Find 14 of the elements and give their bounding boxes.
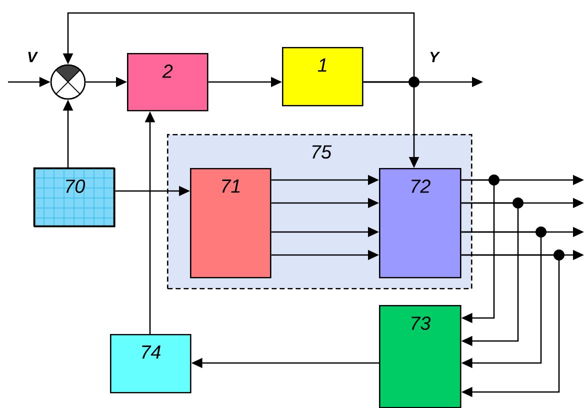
signal-label: Y [430, 52, 440, 62]
grid-box: 70 [33, 167, 116, 228]
process-box: 73 [379, 305, 462, 408]
process-box: 2 [127, 53, 208, 112]
process-box: 71 [190, 168, 272, 278]
arrow [461, 202, 519, 346]
process-box: 1 [282, 47, 364, 106]
arrow [461, 231, 542, 368]
signal-label: V [28, 52, 38, 62]
summing-junction [50, 64, 86, 100]
process-box: 74 [110, 334, 192, 394]
process-box: 72 [379, 168, 462, 278]
arrow [461, 254, 560, 398]
arrow [461, 179, 495, 324]
